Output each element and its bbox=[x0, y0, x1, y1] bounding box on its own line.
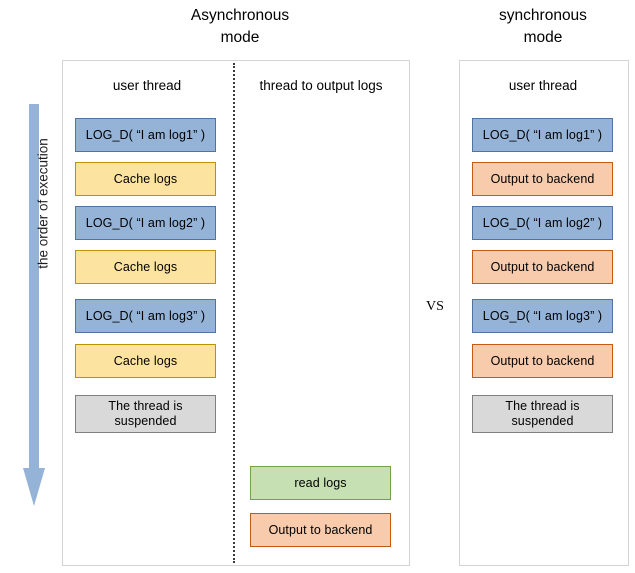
block-sync-output-1[interactable]: Output to backend bbox=[472, 162, 613, 196]
async-mode-title: Asynchronous mode bbox=[190, 7, 290, 46]
sync-user-thread-header: user thread bbox=[508, 78, 578, 93]
block-sync-output-2[interactable]: Output to backend bbox=[472, 250, 613, 284]
block-cache-logs-3[interactable]: Cache logs bbox=[75, 344, 216, 378]
down-arrow-icon bbox=[23, 104, 45, 506]
block-log-d-1[interactable]: LOG_D( “I am log1” ) bbox=[75, 118, 216, 152]
order-of-execution-arrow bbox=[22, 104, 46, 510]
log-output-thread-header: thread to output logs bbox=[259, 78, 383, 93]
thread-divider bbox=[233, 63, 235, 563]
async-panel-inner bbox=[63, 61, 409, 565]
block-sync-log-d-3[interactable]: LOG_D( “I am log3” ) bbox=[472, 299, 613, 333]
block-read-logs[interactable]: read logs bbox=[250, 466, 391, 500]
block-cache-logs-1[interactable]: Cache logs bbox=[75, 162, 216, 196]
order-of-execution-label: the order of execution bbox=[35, 138, 51, 269]
block-sync-log-d-1[interactable]: LOG_D( “I am log1” ) bbox=[472, 118, 613, 152]
block-sync-log-d-2[interactable]: LOG_D( “I am log2” ) bbox=[472, 206, 613, 240]
block-cache-logs-2[interactable]: Cache logs bbox=[75, 250, 216, 284]
block-output-to-backend-async[interactable]: Output to backend bbox=[250, 513, 391, 547]
block-thread-suspended-async[interactable]: The thread is suspended bbox=[75, 395, 216, 433]
sync-mode-title: synchronous mode bbox=[499, 7, 587, 46]
block-thread-suspended-sync[interactable]: The thread is suspended bbox=[472, 395, 613, 433]
block-log-d-3[interactable]: LOG_D( “I am log3” ) bbox=[75, 299, 216, 333]
block-sync-output-3[interactable]: Output to backend bbox=[472, 344, 613, 378]
async-user-thread-header: user thread bbox=[112, 78, 182, 93]
block-log-d-2[interactable]: LOG_D( “I am log2” ) bbox=[75, 206, 216, 240]
vs-label: VS bbox=[426, 299, 444, 314]
